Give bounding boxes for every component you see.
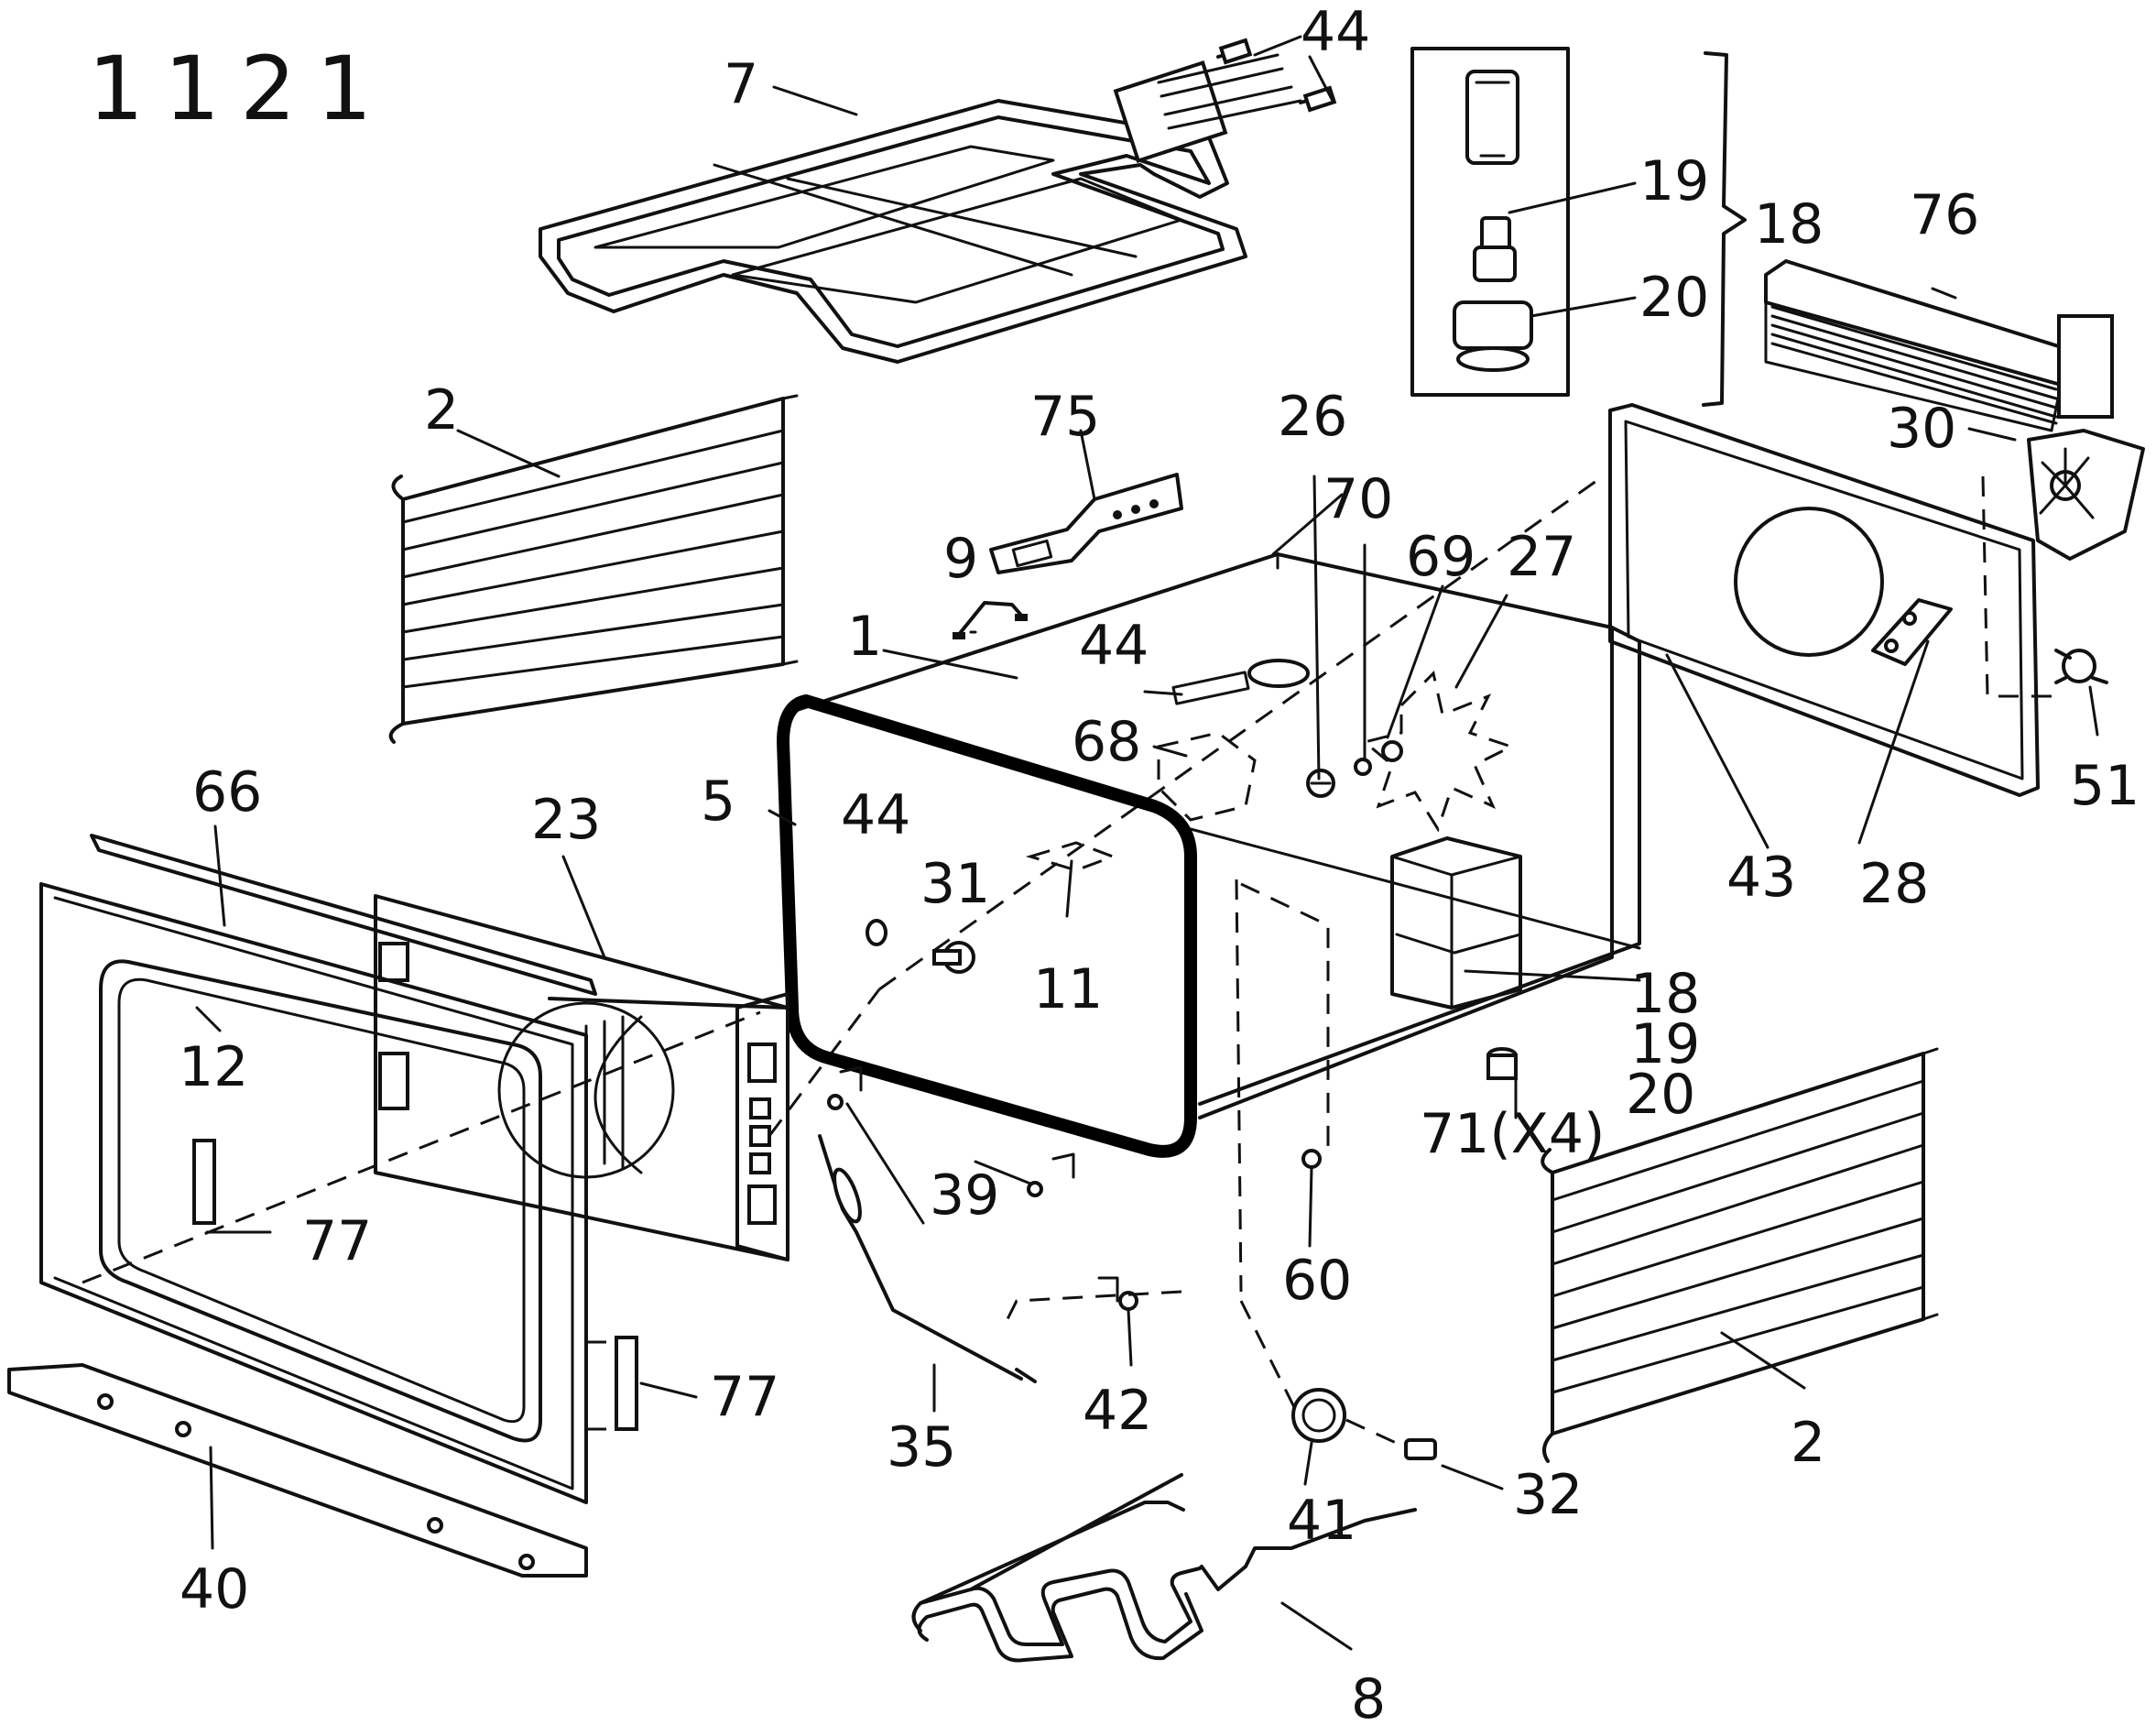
callout-11: 11: [1033, 957, 1103, 1021]
part-35-thermostat-probe: [818, 1134, 1037, 1383]
part-18-lamp-housing-side: [1390, 836, 1641, 1010]
part-7-grill-element: [539, 53, 1302, 364]
callout-44-mid: 44: [1079, 614, 1149, 678]
callout-2-right: 2: [1791, 1411, 1825, 1475]
callout-8: 8: [1351, 1667, 1386, 1725]
callout-69: 69: [1406, 525, 1475, 589]
assembly-route-32: [1239, 1300, 1302, 1421]
callout-31: 31: [920, 852, 990, 916]
part-27-fan-blade: [1361, 671, 1515, 833]
callout-60: 60: [1282, 1249, 1352, 1313]
assembly-route-41: [1235, 879, 1243, 1293]
part-2-left-shelf-rack: [388, 394, 799, 744]
part-12-door-frame: [39, 882, 588, 1504]
part-26-fan-nut: [1306, 769, 1335, 798]
callout-39: 39: [930, 1163, 999, 1228]
callout-66: 66: [192, 760, 262, 824]
part-66-door-top-trim: [90, 834, 597, 996]
callout-2-left: 2: [424, 378, 459, 442]
part-44-terminals-top: [1216, 35, 1337, 113]
part-40-bottom-trim: [7, 1363, 588, 1578]
part-51-clip: [2054, 649, 2108, 684]
callout-26: 26: [1278, 385, 1347, 449]
callout-9: 9: [943, 527, 978, 591]
part-76-tangential-fan: [1764, 259, 2114, 432]
callout-30: 30: [1887, 397, 1956, 461]
callout-51: 51: [2070, 754, 2140, 818]
part-44-left-plug: [866, 919, 887, 946]
callout-70: 70: [1323, 467, 1393, 531]
assembly-axis-line: [82, 1010, 761, 1284]
part-5-door-gasket: [777, 694, 1197, 1158]
part-42-clip: [1006, 1276, 1182, 1320]
callout-41: 41: [1287, 1489, 1356, 1553]
part-30-fan-motor: [1981, 429, 2145, 698]
callout-35: 35: [887, 1415, 956, 1479]
callout-5: 5: [701, 770, 735, 834]
callout-44-top: 44: [1301, 0, 1370, 64]
part-43-rear-panel: [1608, 403, 2040, 797]
callout-27: 27: [1507, 525, 1576, 589]
callout-75: 75: [1030, 385, 1100, 449]
callout-28: 28: [1859, 852, 1929, 916]
part-11-component: [1025, 841, 1117, 872]
callout-77-a: 77: [302, 1209, 372, 1273]
assembly-route-60: [1240, 882, 1330, 1154]
part-60-small-part: [1301, 1149, 1322, 1169]
part-2-right-shelf-rack: [1541, 1047, 1939, 1463]
leader-lines: [195, 85, 2099, 1651]
callout-43: 43: [1726, 846, 1796, 910]
callout-71: 71(X4): [1420, 1102, 1605, 1166]
part-28-element-bracket: [1871, 598, 1953, 666]
callout-20-box: 20: [1639, 266, 1709, 330]
part-39-screws: [827, 1065, 1075, 1197]
part-71-feet: [1486, 1047, 1518, 1080]
callout-77-b: 77: [710, 1365, 779, 1429]
callout-7: 7: [724, 52, 758, 116]
callout-42: 42: [1083, 1379, 1152, 1443]
callout-20-side: 20: [1626, 1063, 1695, 1127]
part-8-lower-element: [911, 1473, 1417, 1663]
callout-12: 12: [179, 1035, 248, 1099]
part-control-strip: [735, 992, 789, 1261]
diagram-id-number: 1121: [88, 38, 392, 140]
part-69-shaft: [1381, 740, 1403, 762]
callout-32: 32: [1513, 1463, 1583, 1527]
callout-18-side: 18: [1630, 962, 1700, 1026]
callout-18-box: 18: [1754, 192, 1824, 257]
part-32-connector: [1345, 1418, 1437, 1460]
part-75-bracket: [989, 429, 1183, 574]
part-31-lamp-glass: [932, 941, 975, 974]
part-1-oven-cavity: [768, 475, 1641, 1137]
callout-76: 76: [1910, 183, 1979, 247]
part-23-door-inner-panel: [374, 894, 789, 1261]
part-68-component: [1157, 731, 1257, 822]
part-41-lamp-holder: [1291, 1388, 1346, 1443]
part-70-washer: [1354, 758, 1372, 776]
callout-19-box: 19: [1639, 149, 1709, 213]
part-9-clip: [953, 601, 1028, 639]
callout-1: 1: [847, 605, 882, 669]
callout-44-left: 44: [841, 783, 910, 847]
callout-19-side: 19: [1630, 1012, 1700, 1076]
part-77-door-hinge-clip-a: [192, 1139, 216, 1225]
callout-68: 68: [1072, 710, 1141, 774]
callout-40: 40: [180, 1557, 249, 1621]
part-lamp-assembly-box: [1410, 47, 1747, 407]
callout-23: 23: [531, 788, 601, 852]
part-77-door-hinge-clip-b: [586, 1336, 638, 1431]
